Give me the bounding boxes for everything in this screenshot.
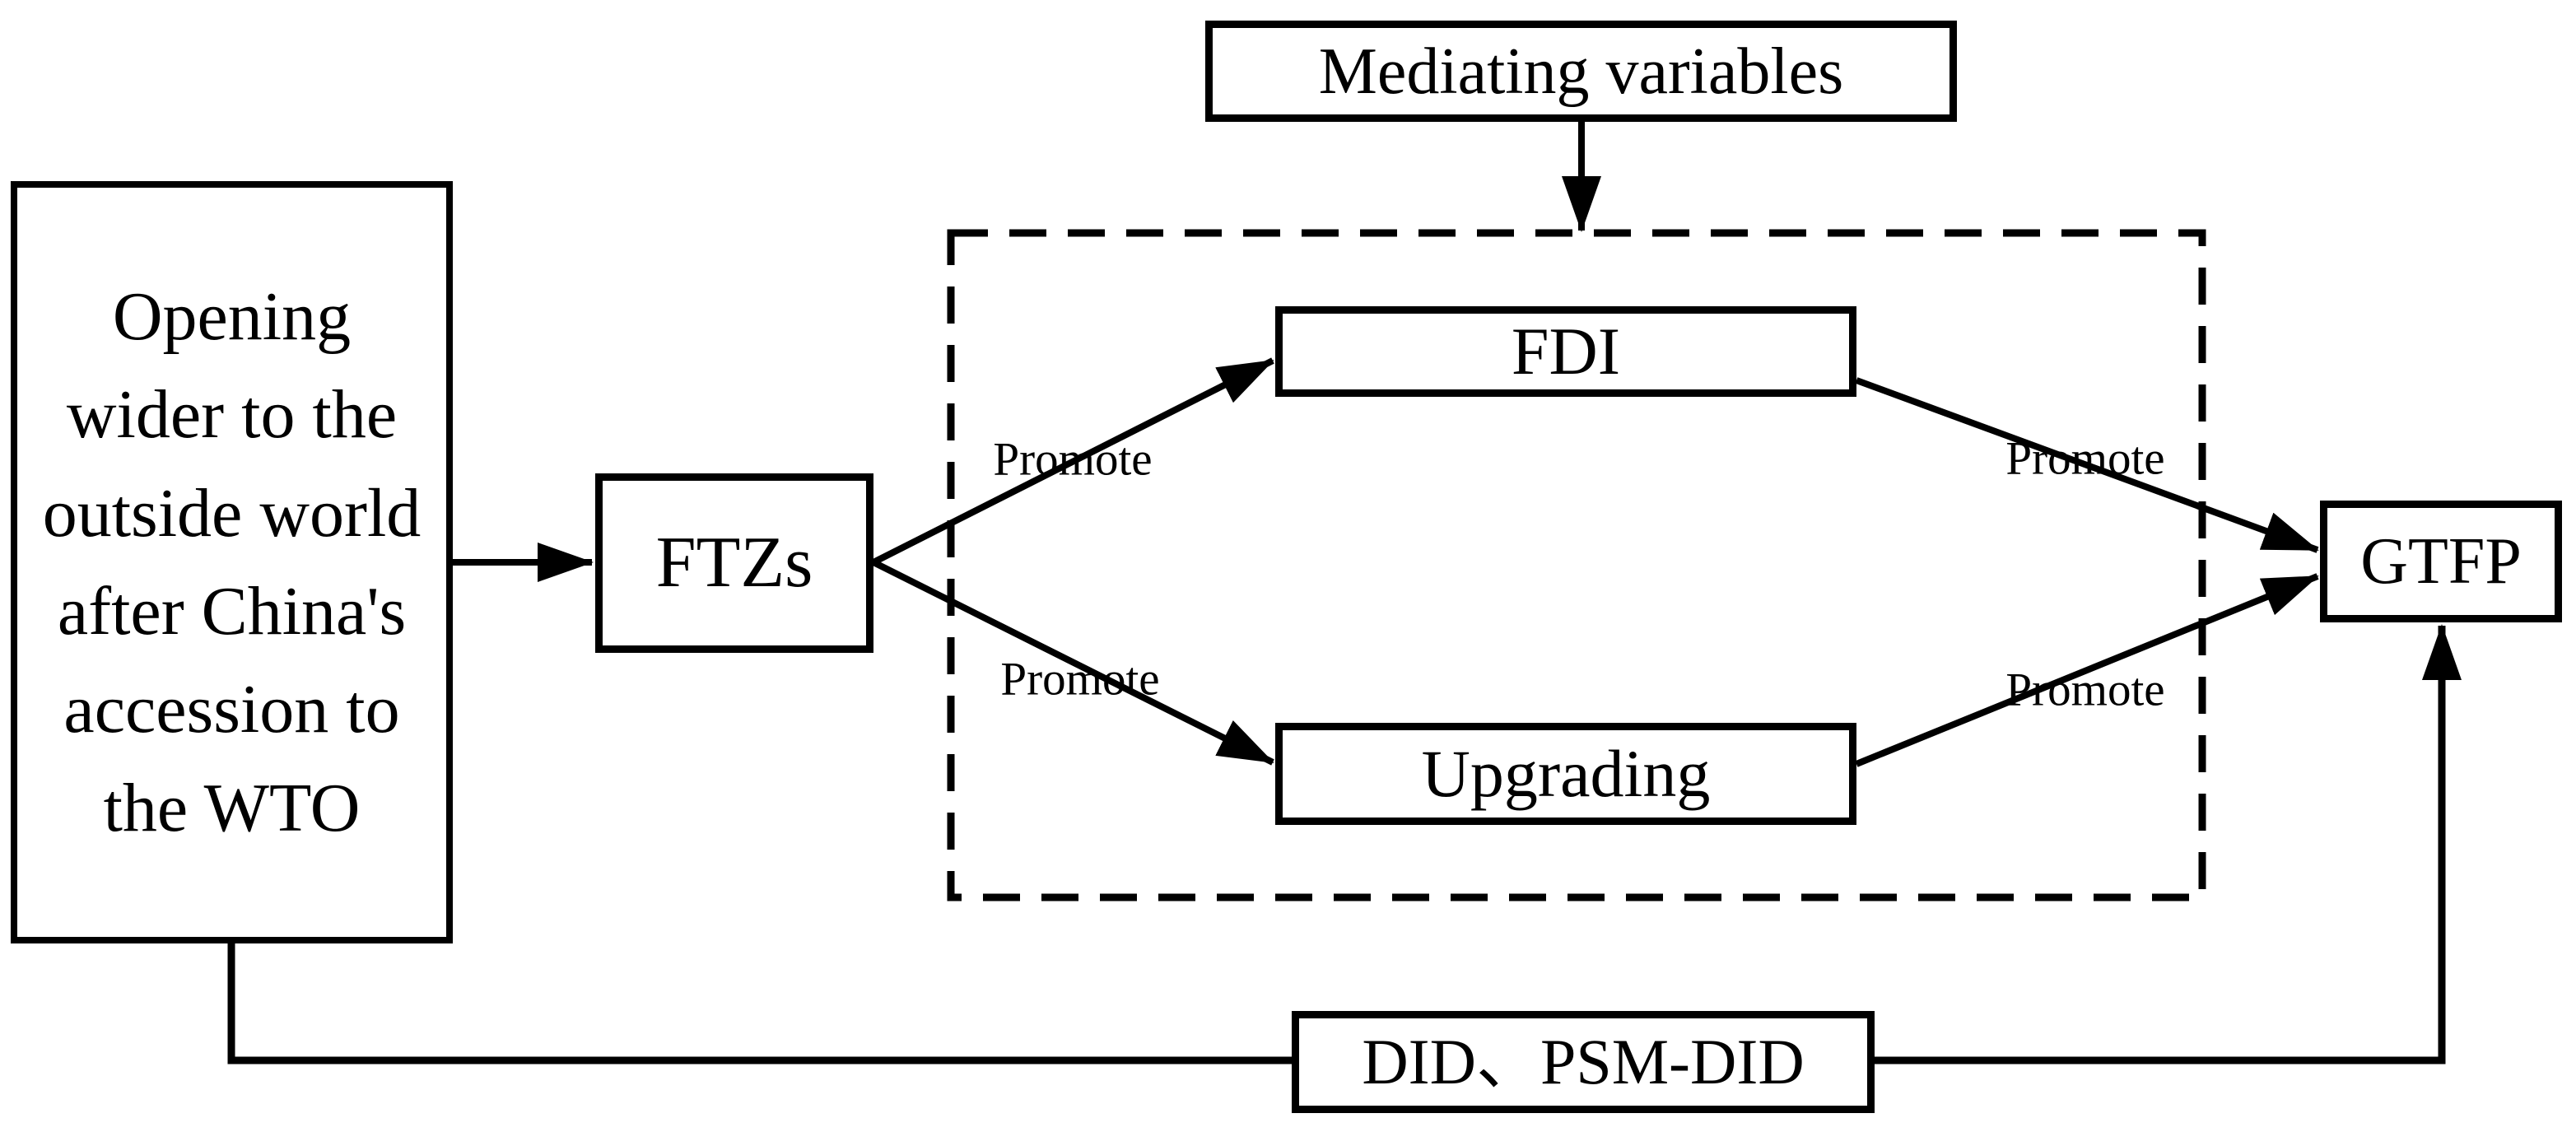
did-psm-did-box: DID、PSM-DID: [1292, 1011, 1875, 1113]
ftzs-box: FTZs: [595, 473, 873, 653]
arrow-ftzs-to-upgrading: [872, 559, 1274, 766]
mediation-dashed-frame: [947, 229, 2206, 901]
promote-label-ftzs-upgrading: Promote: [1000, 653, 1160, 706]
promote-label-ftzs-fdi: Promote: [993, 433, 1153, 486]
arrow-ftzs-to-fdi: [872, 357, 1274, 566]
policy-box: Opening wider to the outside world after…: [11, 181, 453, 943]
fdi-box: FDI: [1275, 306, 1856, 397]
arrow-fdi-to-gtfp: [1855, 377, 2319, 553]
upgrading-box: Upgrading: [1275, 723, 1856, 825]
arrow-upgrading-to-gtfp: [1855, 573, 2319, 767]
mediating-variables-box: Mediating variables: [1205, 21, 1957, 122]
promote-label-upgrading-gtfp: Promote: [2005, 664, 2165, 716]
promote-label-fdi-gtfp: Promote: [2005, 432, 2165, 485]
gtfp-box: GTFP: [2320, 501, 2562, 622]
